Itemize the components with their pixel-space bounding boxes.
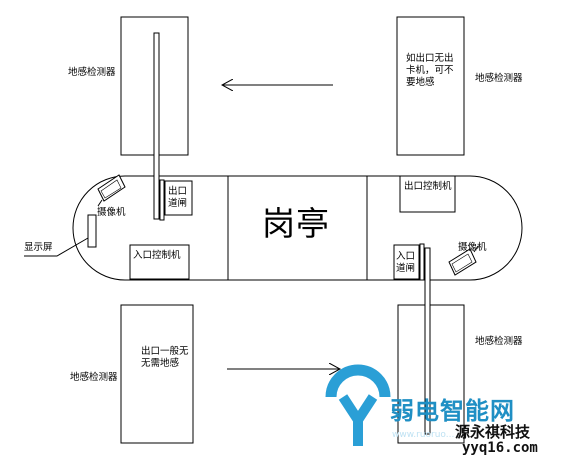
watermark-logo-icon xyxy=(325,364,391,446)
display-screen-icon xyxy=(87,214,97,248)
exit-gate-box xyxy=(164,180,193,216)
bottom-right-sensor-loop xyxy=(397,304,465,444)
top-right-note: 如出口无出卡机，可不要地感 xyxy=(406,53,454,88)
entry-barrier-post xyxy=(419,243,425,281)
entry-controller-label: 入口控制机 xyxy=(133,250,181,261)
left-camera-icon xyxy=(97,174,126,207)
exit-barrier-post xyxy=(159,179,165,221)
watermark-brand: 弱电智能网 xyxy=(390,397,515,425)
bottom-right-sensor-label: 地感检测器 xyxy=(475,336,523,347)
entry-controller-box xyxy=(129,244,190,280)
entry-barrier-arm xyxy=(424,247,431,435)
top-right-sensor-loop xyxy=(396,16,465,156)
entry-gate-label: 入口道闸 xyxy=(396,251,416,274)
left-camera-label: 摄像机 xyxy=(97,207,126,218)
display-leader-line xyxy=(24,237,89,257)
right-camera-icon xyxy=(448,245,479,276)
entry-gate-box xyxy=(393,244,420,280)
exit-controller-label: 出口控制机 xyxy=(404,181,452,192)
booth-label: 岗亭 xyxy=(262,204,330,243)
watermark-ghost-url: www.ruoruo... xyxy=(392,430,455,440)
right-camera-label: 摄像机 xyxy=(458,242,487,253)
bottom-left-note: 出口一般无无需地感 xyxy=(141,346,189,369)
exit-controller-box xyxy=(399,175,456,213)
top-left-sensor-label: 地感检测器 xyxy=(68,67,116,78)
watermark-company: 源永祺科技 xyxy=(455,423,531,441)
watermark-url: yyq16.com xyxy=(462,440,538,456)
bottom-left-sensor-loop xyxy=(120,304,194,444)
exit-barrier-arm xyxy=(153,32,160,220)
display-screen-label: 显示屏 xyxy=(24,242,53,253)
exit-gate-label: 出口道闸 xyxy=(168,186,188,209)
island-outline xyxy=(72,175,523,281)
bottom-left-sensor-label: 地感检测器 xyxy=(70,372,118,383)
top-right-sensor-label: 地感检测器 xyxy=(475,73,523,84)
